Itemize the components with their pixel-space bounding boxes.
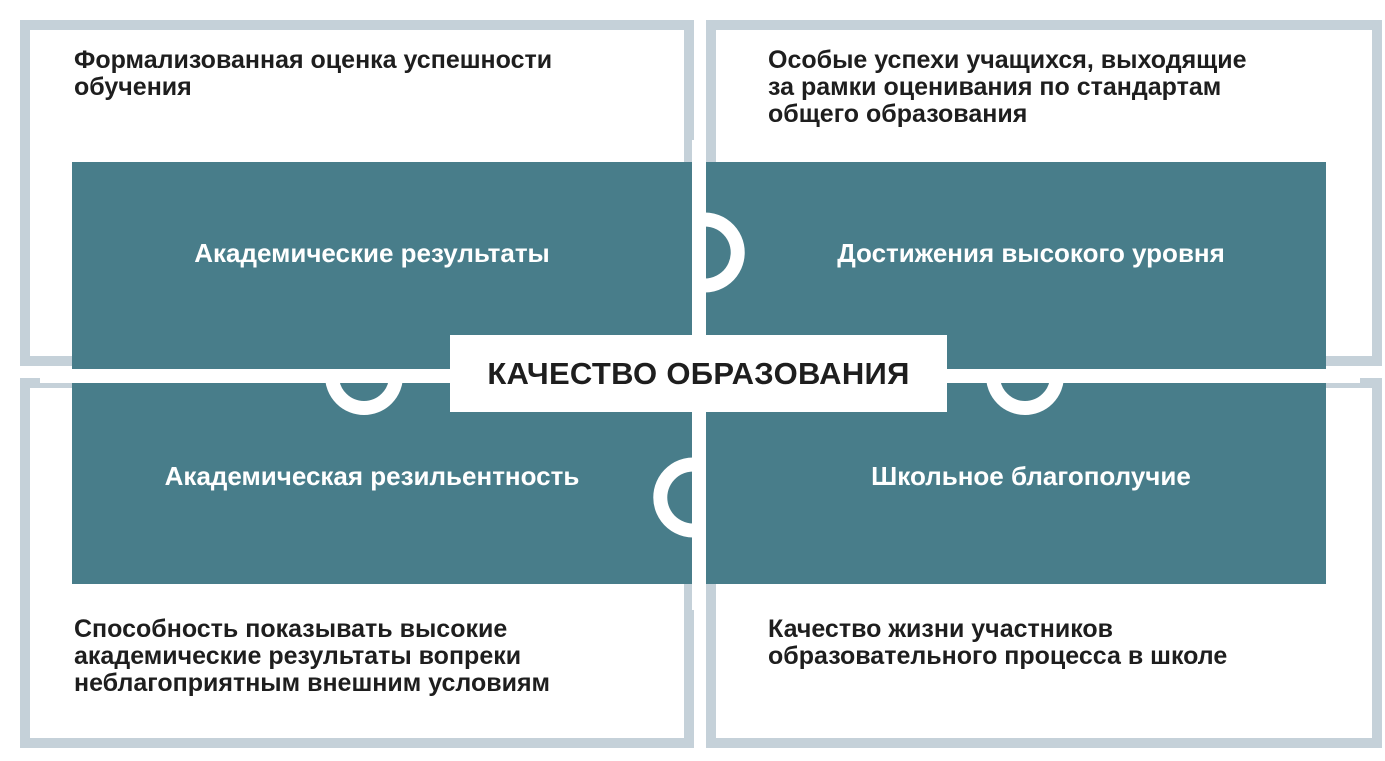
label-academic-resilience: Академическая резильентность — [164, 461, 580, 491]
puzzle-knobs — [325, 212, 1064, 538]
knob-upper — [697, 212, 745, 293]
knob-lower — [653, 457, 701, 538]
puzzle-piece-top-right — [706, 162, 1326, 369]
description-academic-resilience: Способность показывать высокие академиче… — [74, 615, 551, 697]
description-school-wellbeing: Качество жизни участников образовательно… — [768, 615, 1228, 670]
label-academic-results: Академические результаты — [194, 238, 550, 268]
label-high-achievements: Достижения высокого уровня — [837, 238, 1225, 268]
knob-right — [986, 375, 1064, 415]
puzzle-piece-bottom-right — [706, 383, 1326, 584]
label-school-wellbeing: Школьное благополучие — [871, 461, 1191, 491]
puzzle-pieces — [72, 162, 1326, 584]
description-high-achievements: Особые успехи учащихся, выходящие за рам… — [768, 46, 1247, 128]
knob-left — [325, 375, 403, 415]
center-title-box: КАЧЕСТВО ОБРАЗОВАНИЯ — [450, 335, 947, 412]
description-academic-results: Формализованная оценка успешности обучен… — [74, 46, 553, 101]
puzzle-piece-bottom-left — [72, 383, 692, 584]
center-title: КАЧЕСТВО ОБРАЗОВАНИЯ — [487, 355, 910, 391]
puzzle-piece-top-left — [72, 162, 692, 369]
